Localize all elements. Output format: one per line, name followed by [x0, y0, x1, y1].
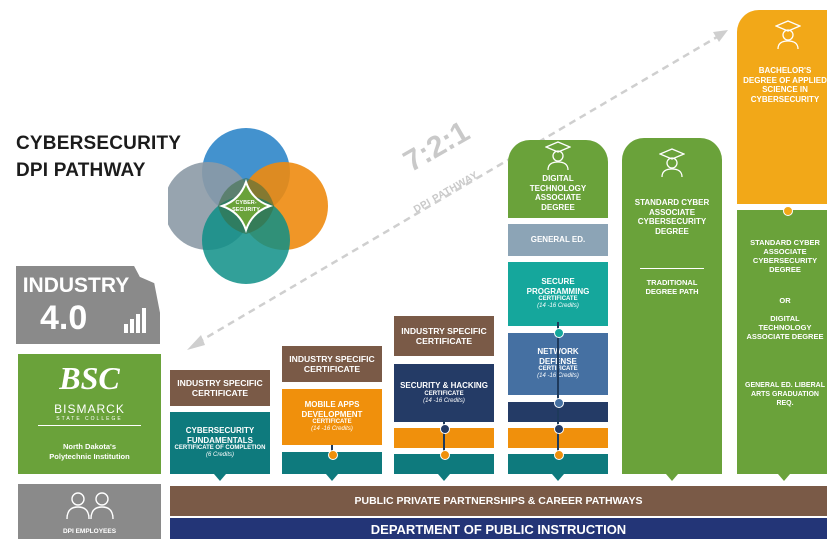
pathway-arrow: [187, 30, 728, 350]
col6-bachelor: BACHELOR'S DEGREE OF APPLIED SCIENCE IN …: [737, 10, 827, 204]
col4-base: [508, 454, 608, 474]
col2-cert: INDUSTRY SPECIFIC CERTIFICATE: [282, 346, 382, 382]
col6-or: OR: [779, 296, 791, 305]
industry-line1: INDUSTRY: [22, 274, 130, 297]
col3-connector: [443, 420, 445, 460]
college-name: BISMARCK: [54, 402, 125, 416]
col6-gened: GENERAL ED. LIBERAL ARTS GRADUATION REQ.: [745, 382, 825, 407]
col5-column: STANDARD CYBER ASSOCIATE CYBERSECURITY D…: [622, 138, 722, 474]
arrowhead-top-icon: [713, 30, 728, 42]
col4-dot-3: [554, 424, 564, 434]
col6-lower: STANDARD CYBER ASSOCIATE CYBERSECURITY D…: [737, 210, 827, 474]
col3-base: [394, 454, 494, 474]
col4-secure: SECURE PROGRAMMING CERTIFICATE (14 -16 C…: [508, 262, 608, 326]
col6-dot: [783, 206, 793, 216]
bar-chart-icon: [124, 308, 146, 333]
college-divider: [38, 425, 141, 426]
col4-degree: DIGITAL TECHNOLOGY ASSOCIATE DEGREE: [508, 140, 608, 218]
employees-panel: DPI EMPLOYEES: [18, 484, 161, 539]
col4-caret-icon: [552, 474, 564, 481]
dashed-line: [196, 35, 718, 345]
col2-caret-icon: [326, 474, 338, 481]
col5-path: TRADITIONAL DEGREE PATH: [645, 278, 699, 297]
industry-line2: 4.0: [40, 299, 88, 337]
college-tagline: North Dakota's Polytechnic Institution: [49, 442, 130, 461]
col2-dot: [328, 450, 338, 460]
col3-cert: INDUSTRY SPECIFIC CERTIFICATE: [394, 316, 494, 356]
venn-center-label: CYBER-: [235, 200, 256, 206]
col5-caret-icon: [666, 474, 678, 481]
col1-main: CYBERSECURITY FUNDAMENTALS CERTIFICATE O…: [170, 412, 270, 474]
col4-dot-4: [554, 450, 564, 460]
college-logo: BSC: [59, 360, 120, 396]
col4-dot-1: [554, 328, 564, 338]
arrowhead-bottom-icon: [187, 335, 205, 350]
employees-label: DPI EMPLOYEES: [62, 528, 117, 535]
col5-divider: [640, 268, 704, 269]
college-panel: BSC BISMARCK STATE COLLEGE North Dakota'…: [18, 354, 161, 474]
col2-base: [282, 452, 382, 474]
col1-cert: INDUSTRY SPECIFIC CERTIFICATE: [170, 370, 270, 406]
col4-dot-2: [554, 398, 564, 408]
page-title: CYBERSECURITY DPI PATHWAY: [16, 133, 182, 181]
department-bar: DEPARTMENT OF PUBLIC INSTRUCTION: [170, 518, 827, 539]
graduate-icon: [775, 20, 801, 50]
industry-badge: INDUSTRY 4.0: [16, 266, 160, 344]
col4-gened: GENERAL ED.: [508, 224, 608, 256]
col1-caret-icon: [214, 474, 226, 481]
col3-main: SECURITY & HACKING CERTIFICATE (14 -16 C…: [394, 364, 494, 422]
col3-caret-icon: [438, 474, 450, 481]
col3-dot-2: [440, 450, 450, 460]
graduate-icon: [545, 141, 571, 171]
col6-bachelor-label: BACHELOR'S DEGREE OF APPLIED SCIENCE IN …: [743, 66, 827, 104]
col3-dot-1: [440, 424, 450, 434]
col5-degree: STANDARD CYBER ASSOCIATE CYBERSECURITY D…: [634, 198, 710, 236]
venn-center-label-2: SECURITY: [232, 207, 260, 213]
graduate-icon: [659, 148, 685, 178]
col4-connector: [557, 322, 559, 460]
people-icon: [66, 492, 114, 520]
col6-digital: DIGITAL TECHNOLOGY ASSOCIATE DEGREE: [746, 314, 824, 341]
col2-main: MOBILE APPS DEVELOPMENT CERTIFICATE (14 …: [282, 389, 382, 445]
partnerships-bar: PUBLIC PRIVATE PARTNERSHIPS & CAREER PAT…: [170, 486, 827, 516]
col6-caret-icon: [778, 474, 790, 481]
venn-diagram: CYBER- SECURITY: [168, 128, 328, 284]
venn-center-shape: [218, 178, 274, 234]
col6-standard: STANDARD CYBER ASSOCIATE CYBERSECURITY D…: [750, 238, 820, 274]
college-subname: STATE COLLEGE: [56, 416, 123, 422]
